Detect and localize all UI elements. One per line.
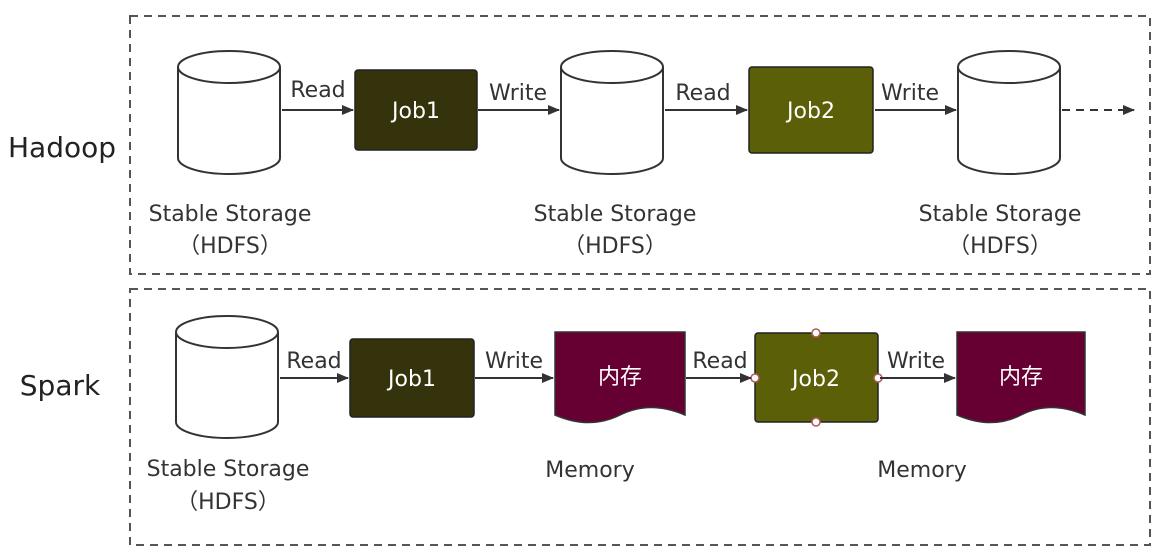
- spark-memory-label-2: 内存: [999, 365, 1043, 390]
- hadoop-group-frame: [129, 15, 1151, 275]
- spark-read-label-1: Read: [286, 349, 341, 374]
- hadoop-write-label-1: Write: [489, 81, 547, 106]
- hadoop-storage-caption-2: Stable Storage: [534, 202, 697, 227]
- spark-write-label-2: Write: [887, 349, 945, 374]
- spark-memory-document-1: 内存: [554, 331, 686, 424]
- hadoop-job2-box: Job2: [748, 66, 874, 154]
- spark-memory-label-1: 内存: [598, 365, 642, 390]
- spark-memory-caption-2: Memory: [877, 458, 966, 483]
- spark-memory-document-2: 内存: [956, 331, 1086, 424]
- hadoop-read-label-2: Read: [675, 81, 730, 106]
- selection-handle-left[interactable]: [750, 373, 760, 383]
- spark-memory-caption-1: Memory: [545, 458, 634, 483]
- hadoop-hdfs-cylinder-3: [957, 50, 1061, 175]
- hadoop-job2-label: Job2: [785, 99, 835, 124]
- spark-write-label-1: Write: [485, 349, 543, 374]
- selection-handle-bottom[interactable]: [811, 417, 821, 427]
- spark-job1-label: Job1: [386, 367, 436, 392]
- spark-group-frame: [129, 288, 1151, 546]
- spark-row-label: Spark: [20, 369, 101, 402]
- spark-read-label-2: Read: [692, 349, 747, 374]
- hadoop-storage-caption-1: Stable Storage: [149, 202, 312, 227]
- spark-storage-subcaption: （HDFS）: [176, 490, 280, 515]
- hadoop-write-label-2: Write: [881, 81, 939, 106]
- hadoop-storage-caption-3: Stable Storage: [919, 202, 1082, 227]
- hadoop-read-label-1: Read: [290, 78, 345, 103]
- spark-job1-box: Job1: [349, 338, 475, 418]
- spark-hdfs-cylinder: [175, 315, 279, 439]
- spark-storage-caption: Stable Storage: [147, 457, 310, 482]
- selection-handle-top[interactable]: [811, 328, 821, 338]
- hadoop-hdfs-cylinder-2: [560, 50, 664, 175]
- spark-job2-box: Job2: [754, 332, 879, 423]
- hadoop-storage-subcaption-1: （HDFS）: [178, 234, 282, 259]
- hadoop-storage-subcaption-2: （HDFS）: [563, 234, 667, 259]
- hadoop-hdfs-cylinder-1: [177, 50, 281, 175]
- spark-job2-label: Job2: [790, 367, 840, 392]
- hadoop-row-label: Hadoop: [8, 131, 116, 164]
- hadoop-job1-box: Job1: [354, 69, 478, 151]
- hadoop-job1-label: Job1: [390, 99, 440, 124]
- hadoop-storage-subcaption-3: （HDFS）: [948, 234, 1052, 259]
